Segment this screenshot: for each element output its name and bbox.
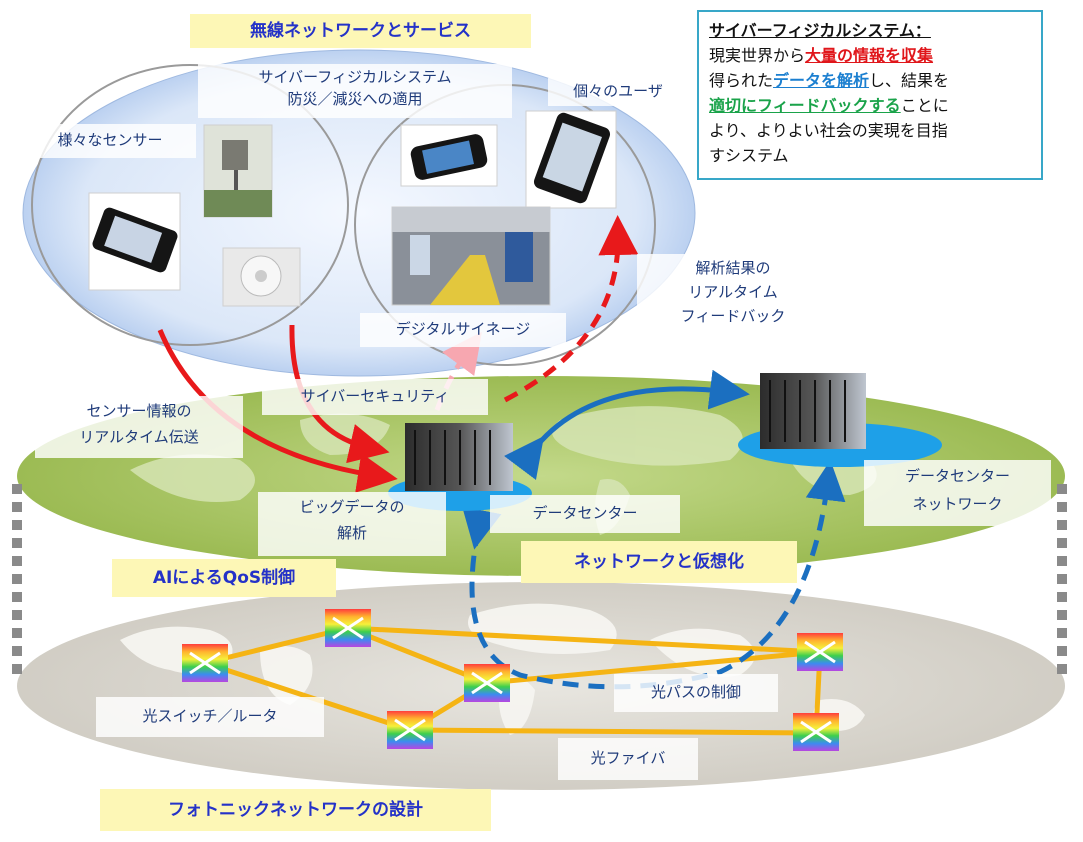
optical-switch-6 (793, 713, 839, 751)
smartphone-sensor-photo (88, 192, 181, 291)
cps-text-5: より、よりよい社会の実現を目指 (709, 121, 948, 140)
label-datacenter-network: データセンター ネットワーク (864, 460, 1051, 526)
optical-switch-3 (464, 664, 510, 702)
label-bigdata-line1: ビッグデータの (299, 498, 405, 516)
label-sensor-tx-line1: センサー情報の (86, 402, 192, 420)
label-bigdata-line2: 解析 (336, 524, 367, 542)
label-cps-disaster: サイバーフィジカルシステム 防災／減災への適用 (198, 64, 512, 118)
label-cps-disaster-line2: 防災／減災への適用 (287, 90, 423, 108)
datacenter-remote (760, 373, 866, 449)
label-optical-fiber: 光ファイバ (558, 738, 698, 780)
cps-text-6: すシステム (709, 146, 789, 165)
left-dotted-connector (12, 484, 22, 682)
heading-ai-qos: AIによるQoS制御 (112, 559, 336, 597)
label-sensor-transmission: センサー情報の リアルタイム伝送 (35, 396, 243, 458)
label-dc-network-line1: データセンター (904, 467, 1010, 485)
datacenter-main (405, 423, 513, 491)
heading-network-virtualization: ネットワークと仮想化 (521, 541, 797, 583)
datacenter-network-arrow (503, 369, 750, 481)
label-dc-network-line2: ネットワーク (912, 495, 1003, 513)
heading-wireless: 無線ネットワークとサービス (190, 14, 531, 48)
label-individual-users: 個々のユーザ (548, 78, 688, 106)
monitoring-station-photo (203, 124, 273, 218)
label-realtime-feedback: 解析結果の リアルタイム フィードバック (637, 254, 829, 336)
label-datacenter: データセンター (490, 495, 680, 533)
label-optical-switch: 光スイッチ／ルータ (96, 697, 324, 737)
cps-text-4b: ことに (900, 96, 949, 115)
label-sensor-tx-line2: リアルタイム伝送 (79, 428, 199, 446)
label-feedback-line2: リアルタイム (688, 283, 778, 301)
optical-switch-5 (797, 633, 843, 671)
optical-switch-4 (387, 711, 433, 749)
optical-switch-1 (182, 644, 228, 682)
right-dotted-connector (1057, 484, 1067, 682)
cps-definition-box: サイバーフィジカルシステム： 現実世界から大量の情報を収集 得られたデータを解析… (697, 10, 1043, 180)
cps-text-feedback: 適切にフィードバックする (709, 96, 901, 115)
digital-signage-photo (391, 206, 551, 306)
iphone-photo (400, 124, 498, 187)
cps-text-3a: 得られた (709, 71, 774, 90)
optical-path-control-arrow (462, 460, 846, 690)
label-feedback-line1: 解析結果の (695, 259, 771, 277)
cps-definition-title: サイバーフィジカルシステム： (709, 21, 931, 40)
smoke-detector-photo (222, 247, 301, 307)
cps-text-2a: 現実世界から (709, 46, 806, 65)
cps-text-3c: し、結果を (869, 71, 950, 90)
sensors-circle (31, 64, 349, 346)
label-cps-disaster-line1: サイバーフィジカルシステム (258, 68, 452, 86)
feedback-arrow-users (503, 215, 639, 403)
label-bigdata-analysis: ビッグデータの 解析 (258, 492, 446, 556)
label-optical-path-control: 光パスの制御 (614, 674, 778, 712)
user-smartphone-photo (525, 110, 617, 209)
label-cyber-security: サイバーセキュリティ (262, 379, 488, 415)
heading-photonic-design: フォトニックネットワークの設計 (100, 789, 491, 831)
label-digital-signage: デジタルサイネージ (360, 313, 566, 347)
cps-text-collect: 大量の情報を収集 (805, 46, 934, 65)
cps-text-analyze: データを解析 (773, 71, 870, 90)
label-various-sensors: 様々なセンサー (24, 124, 196, 158)
label-feedback-line3: フィードバック (680, 307, 786, 325)
optical-switch-2 (325, 609, 371, 647)
